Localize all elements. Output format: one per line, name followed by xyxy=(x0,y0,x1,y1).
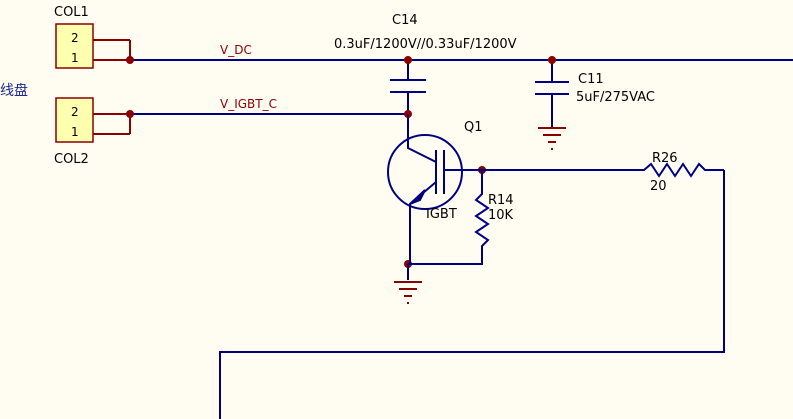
ground-symbol-c11 xyxy=(538,127,566,150)
col2-pin-1: 1 xyxy=(71,125,79,139)
col1-body xyxy=(55,23,94,69)
capacitor-c11[interactable]: C11 5uF/275VAC xyxy=(535,60,655,128)
col1-pin-1: 1 xyxy=(71,51,79,65)
r26-ref: R26 xyxy=(652,151,678,166)
coil-label: 线盘 xyxy=(0,82,28,99)
c14-ref: C14 xyxy=(392,13,418,28)
gate-drive-wire xyxy=(219,170,725,419)
junction-dot xyxy=(404,56,412,64)
r14-zigzag xyxy=(408,170,490,265)
ground-icon xyxy=(538,127,566,150)
junction-dot xyxy=(548,56,556,64)
junction-dot xyxy=(126,56,134,64)
c14-plates xyxy=(390,79,426,93)
r14-value: 10K xyxy=(488,208,514,223)
transistor-q1[interactable]: Q1 IGBT xyxy=(387,114,483,264)
r26-value: 20 xyxy=(650,179,667,194)
col2-ref: COL2 xyxy=(54,152,89,167)
vigbt-net-label: V_IGBT_C xyxy=(220,97,277,111)
q1-emitter-arrow xyxy=(409,189,426,205)
q1-body-circle xyxy=(387,134,463,210)
junction-dot xyxy=(126,110,134,118)
c14-value: 0.3uF/1200V//0.33uF/1200V xyxy=(334,37,517,52)
r14-ref: R14 xyxy=(488,193,514,208)
ground-symbol-q1 xyxy=(394,264,422,304)
connector-col2[interactable]: 2 1 COL2 xyxy=(54,97,94,167)
q1-ref: Q1 xyxy=(464,120,483,135)
r26-zigzag xyxy=(482,162,724,178)
resistor-r14[interactable]: R14 10K xyxy=(408,170,514,265)
c11-plates xyxy=(535,81,569,95)
ground-icon xyxy=(394,281,422,304)
vdc-net-label: V_DC xyxy=(220,43,252,57)
col1-ref: COL1 xyxy=(54,5,89,20)
q1-collector-lead xyxy=(407,114,437,163)
connector-col1[interactable]: COL1 2 1 xyxy=(54,5,94,69)
c11-ref: C11 xyxy=(578,72,604,87)
c11-value: 5uF/275VAC xyxy=(576,90,655,105)
col1-pin-2: 2 xyxy=(71,31,79,45)
col2-pin-2: 2 xyxy=(71,105,79,119)
col2-body xyxy=(55,97,94,143)
resistor-r26[interactable]: R26 20 xyxy=(482,151,724,194)
q1-type: IGBT xyxy=(426,207,457,222)
